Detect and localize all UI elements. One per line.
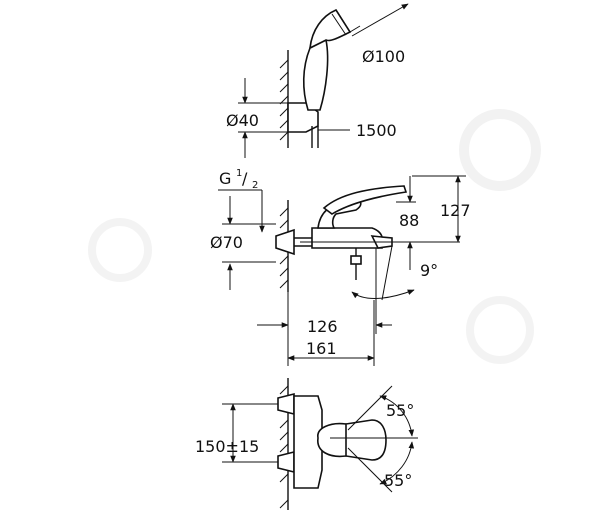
dim-lever-angle-top: 55° <box>386 401 414 420</box>
dim-thread-numerator: 1 <box>236 168 242 179</box>
watermark-logo <box>88 109 541 364</box>
dim-lever-angle-bottom: 55° <box>384 471 412 490</box>
dim-thread-g: G <box>219 169 231 188</box>
dim-hose-length: 1500 <box>356 121 397 140</box>
svg-text:/: / <box>242 169 248 188</box>
dim-escutcheon-diameter: Ø70 <box>210 233 243 252</box>
mixer-top-view: 150±15 55° 55° <box>195 378 418 510</box>
dim-spout-angle: 9° <box>420 261 438 280</box>
dim-thread-denominator: 2 <box>252 180 258 191</box>
dim-projection-126: 126 <box>307 317 338 336</box>
dim-projection-161: 161 <box>306 339 337 358</box>
dim-holder-diameter: Ø40 <box>226 111 259 130</box>
dim-spout-height-88: 88 <box>399 211 419 230</box>
handshower-view: Ø100 Ø40 1500 <box>226 3 409 158</box>
dim-overall-height-127: 127 <box>440 201 471 220</box>
dim-center-distance: 150±15 <box>195 437 259 456</box>
mixer-side-view: G 1 / 2 Ø70 88 127 9° 126 16 <box>210 168 471 366</box>
dim-handshower-diameter: Ø100 <box>362 47 405 66</box>
